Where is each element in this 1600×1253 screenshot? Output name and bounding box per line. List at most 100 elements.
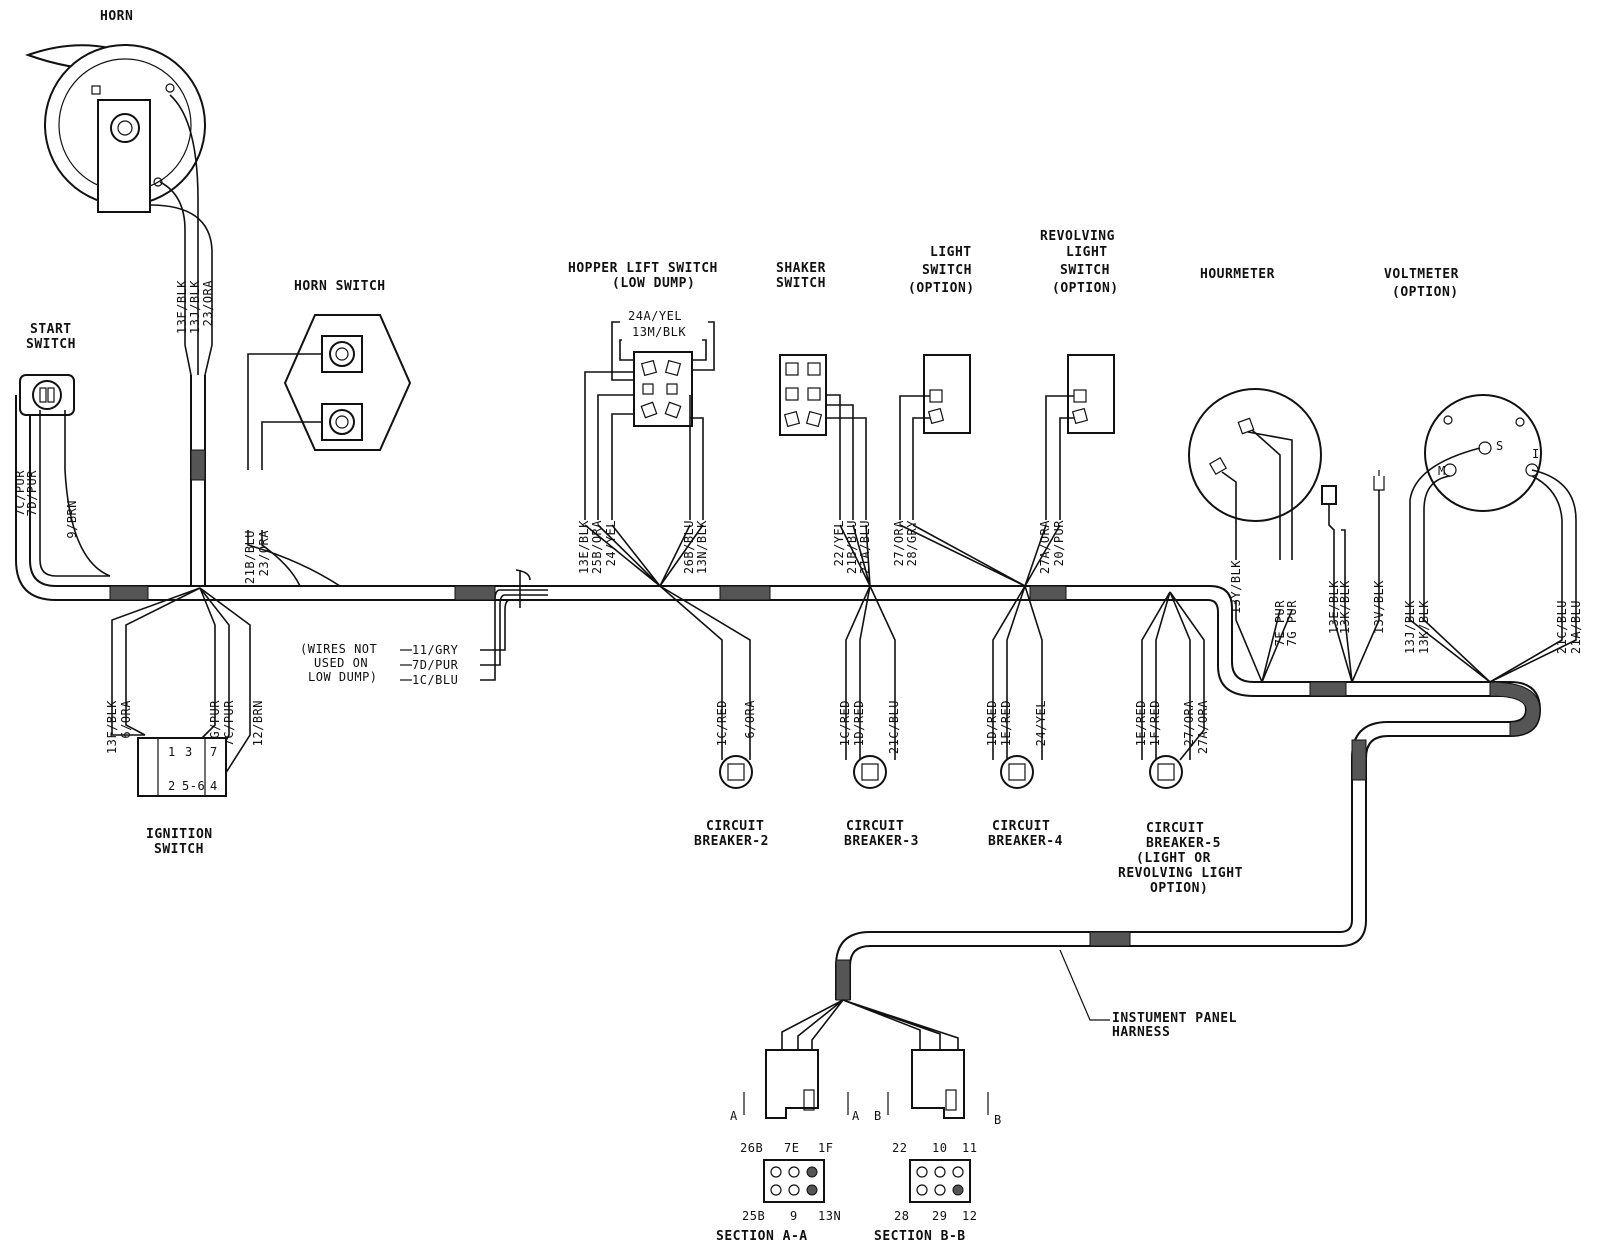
indicator-wire-3: 13V/BLK: [1372, 580, 1386, 634]
section-b-bottom-2: 29: [932, 1209, 947, 1223]
cb5-title-2: BREAKER-5: [1146, 836, 1221, 851]
not-used-wire-1: 11/GRY: [412, 643, 459, 657]
voltmeter-title-1: VOLTMETER: [1384, 267, 1459, 282]
start-wire-3: 9/BRN: [65, 500, 79, 539]
revolving-title-3: SWITCH: [1060, 263, 1110, 278]
ignition-wire-3: 7G/PUR: [208, 700, 222, 747]
hourmeter-title: HOURMETER: [1200, 267, 1275, 282]
circuit-breaker-3: 1C/RED 1D/RED 21C/BLU CIRCUIT BREAKER-3: [838, 585, 919, 849]
indicator-lights: 13E/BLK 13K/BLK 13V/BLK: [1321, 470, 1386, 683]
ignition-terminal-1: 1: [168, 745, 176, 759]
not-used-wire-2: 7D/PUR: [412, 658, 459, 672]
hopper-top-wire-2: 13M/BLK: [632, 325, 686, 339]
horn-switch-title: HORN SWITCH: [294, 279, 386, 294]
hopper-right-wire-2: 13N/BLK: [695, 520, 709, 574]
hopper-top-wire-1: 24A/YEL: [628, 309, 682, 323]
section-b-bottom-1: 28: [894, 1209, 909, 1223]
harness-label-1: INSTUMENT PANEL: [1112, 1011, 1237, 1026]
cb4-wire-3: 24/YEL: [1034, 700, 1048, 746]
start-switch-title-2: SWITCH: [26, 337, 76, 352]
cb3-wire-3: 21C/BLU: [887, 700, 901, 754]
section-a-bottom-3: 13N: [818, 1209, 841, 1223]
voltmeter: VOLTMETER (OPTION) S M I 13J/BLK 13K/BLK…: [1384, 267, 1583, 683]
revolving-light-switch: REVOLVING LIGHT SWITCH (OPTION) 27A/ORA …: [1024, 229, 1118, 587]
start-wire-2: 7D/PUR: [25, 470, 39, 517]
section-a-bottom-1: 25B: [742, 1209, 765, 1223]
section-b-top-3: 11: [962, 1141, 977, 1155]
cb5-wire-2: 1F/RED: [1148, 700, 1162, 746]
cb2-title-1: CIRCUIT: [706, 819, 764, 834]
revolving-title-1: REVOLVING: [1040, 229, 1115, 244]
ignition-terminal-3: 3: [185, 745, 193, 759]
ignition-terminal-2: 2: [168, 779, 176, 793]
section-b-bottom-3: 12: [962, 1209, 977, 1223]
circuit-breaker-5: 1E/RED 1F/RED 27/ORA 27A/ORA CIRCUIT BRE…: [1118, 591, 1243, 896]
cb2-wire-1: 1C/RED: [715, 700, 729, 746]
ignition-wire-5: 12/BRN: [251, 700, 265, 746]
cb5-wire-3: 27/ORA: [1182, 700, 1196, 747]
section-b-title: SECTION B-B: [874, 1229, 966, 1244]
harness-label-2: HARNESS: [1112, 1025, 1170, 1040]
cb5-title-4: REVOLVING LIGHT: [1118, 866, 1243, 881]
shaker-title-2: SWITCH: [776, 276, 826, 291]
section-b-top-2: 10: [932, 1141, 947, 1155]
voltmeter-terminal-i: I: [1532, 447, 1540, 461]
section-a-bottom-2: 9: [790, 1209, 798, 1223]
horn-wire-3: 23/ORA: [201, 280, 215, 327]
hourmeter-wire-3: 7G PUR: [1285, 600, 1299, 647]
hopper-left-wire-3: 24/YEL: [604, 520, 618, 566]
cb2-wire-2: 6/ORA: [743, 700, 757, 739]
ignition-title-1: IGNITION: [146, 827, 213, 842]
light-title-3: (OPTION): [908, 281, 975, 296]
cb3-wire-2: 1D/RED: [852, 700, 866, 746]
hopper-title-1: HOPPER LIFT SWITCH: [568, 261, 718, 276]
cb5-wire-4: 27A/ORA: [1196, 700, 1210, 754]
ignition-title-2: SWITCH: [154, 842, 204, 857]
hourmeter-wire-1: 13Y/BLK: [1229, 560, 1243, 614]
ignition-wire-1: 13F/BLK: [105, 700, 119, 754]
hourmeter: HOURMETER 13Y/BLK 7E PUR 7G PUR: [1188, 267, 1322, 683]
ignition-terminal-5-6: 5-6: [182, 779, 205, 793]
horn-switch-wire-1: 21B/BLU: [243, 530, 257, 584]
section-a-title: SECTION A-A: [716, 1229, 808, 1244]
circuit-breaker-2: 1C/RED 6/ORA CIRCUIT BREAKER-2: [659, 585, 768, 849]
hopper-left-wire-1: 13E/BLK: [577, 520, 591, 574]
hopper-title-2: (LOW DUMP): [612, 276, 695, 291]
circuit-breaker-4: 1D/RED 1E/RED 24/YEL CIRCUIT BREAKER-4: [985, 585, 1062, 849]
cb4-wire-2: 1E/RED: [999, 700, 1013, 746]
horn-wire-2: 13J/BLK: [188, 280, 202, 334]
section-b: 22 10 11 28 29 12 SECTION B-B: [874, 1141, 977, 1244]
voltmeter-left-wire-2: 13K/BLK: [1417, 600, 1431, 654]
section-a-top-3: 1F: [818, 1141, 833, 1155]
start-wire-1: 7C/PUR: [13, 470, 27, 517]
revolving-wire-1: 27A/ORA: [1038, 520, 1052, 574]
section-a-top-2: 7E: [784, 1141, 799, 1155]
section-b-mark-right: B: [994, 1113, 1002, 1127]
cb3-title-2: BREAKER-3: [844, 834, 919, 849]
harness-label: INSTUMENT PANEL HARNESS: [1059, 949, 1237, 1040]
section-a-mark-left: A: [730, 1109, 738, 1123]
panel-connectors: A A B B: [730, 999, 1002, 1127]
ignition-terminal-7: 7: [210, 745, 218, 759]
cb5-title-3: (LIGHT OR: [1136, 851, 1211, 866]
cb5-title-5: OPTION): [1150, 881, 1208, 896]
cb5-title-1: CIRCUIT: [1146, 821, 1204, 836]
hopper-left-wire-2: 25B/ORA: [590, 520, 604, 574]
shaker-switch: SHAKER SWITCH 22/YEL 21B/BLU 21A/BLU: [776, 261, 872, 587]
horn-switch-wire-2: 23/ORA: [257, 530, 271, 577]
main-harness: [15, 375, 1542, 1001]
voltmeter-terminal-m: M: [1438, 464, 1446, 478]
cb4-wire-1: 1D/RED: [985, 700, 999, 746]
start-switch: START SWITCH 7C/PUR 7D/PUR 9/BRN: [13, 322, 111, 577]
shaker-wire-1: 22/YEL: [832, 520, 846, 566]
shaker-wire-2: 21B/BLU: [845, 520, 859, 574]
not-used-wire-3: 1C/BLU: [412, 673, 458, 687]
ignition-wire-4: 7C/PUR: [222, 700, 236, 747]
light-title-1: LIGHT: [930, 245, 972, 260]
section-a: 26B 7E 1F 25B 9 13N SECTION A-A: [716, 1141, 841, 1244]
cb4-title-1: CIRCUIT: [992, 819, 1050, 834]
light-title-2: SWITCH: [922, 263, 972, 278]
ignition-switch: 13F/BLK 6/ORA 7G/PUR 7C/PUR 12/BRN 1 3 7…: [105, 587, 265, 857]
light-wire-2: 28/GRY: [905, 520, 919, 567]
